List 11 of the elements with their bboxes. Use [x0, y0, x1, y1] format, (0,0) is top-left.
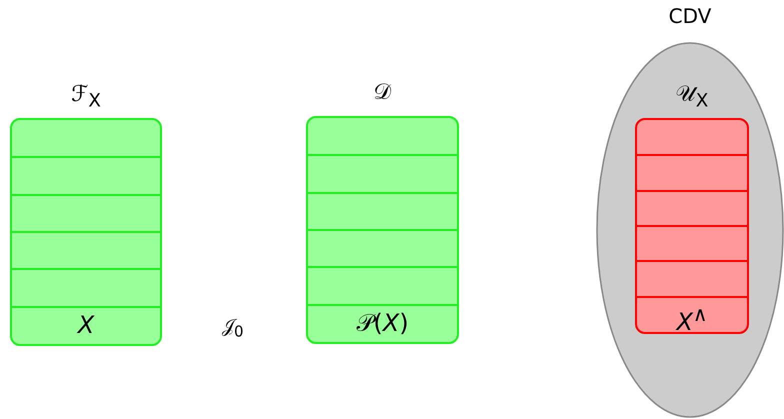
- stack-box: [10, 118, 162, 346]
- stack-title: ℱ$_{X}$: [70, 82, 102, 112]
- stack-box: [635, 118, 749, 334]
- stack-box: [306, 116, 459, 344]
- region-title: CDV: [668, 4, 712, 28]
- operator-symbol: 𝒥$_{0}$: [222, 316, 244, 341]
- stack-title: 𝒰$_{X}$: [674, 82, 710, 112]
- stack-entry: X: [76, 310, 96, 341]
- stack-title: 𝒟: [372, 80, 392, 105]
- stack-entry: 𝒫(X): [355, 308, 410, 339]
- stack-entry: X$^{∧}$: [674, 300, 709, 332]
